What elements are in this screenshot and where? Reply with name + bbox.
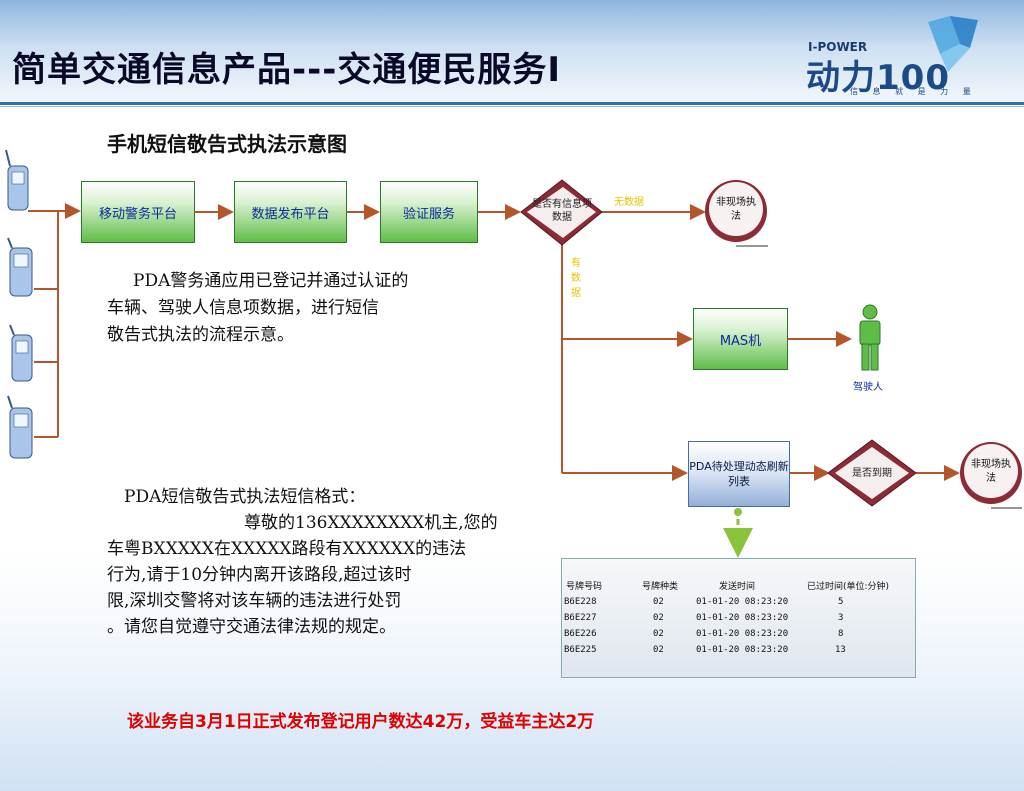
mobile-phone-icon-2 <box>7 237 33 297</box>
decision-info-label: 是否有信息项数据 <box>532 199 592 223</box>
cell-elapsed: 8 <box>838 629 844 639</box>
sms-line: 。请您自觉遵守交通法律法规的规定。 <box>107 617 396 637</box>
diagram-subtitle: 手机短信敬告式执法示意图 <box>107 132 347 156</box>
cell-elapsed: 13 <box>835 645 846 655</box>
no-data-label: 无数据 <box>614 197 644 208</box>
nonsite-1-label: 非现场执法 <box>716 197 756 222</box>
description-line-3: 敬告式执法的流程示意。 <box>107 325 294 345</box>
sms-body: 尊敬的136XXXXXXXX机主,您的 车粤BXXXXX在XXXXX路段有XXX… <box>107 510 557 640</box>
pending-list-table: 号牌号码 号牌种类 发送时间 已过时间(单位:分钟) B6E228 02 01-… <box>561 558 916 678</box>
decision-due-inner <box>835 447 909 499</box>
pda-pending-list-node: PDA待处理动态刷新列表 <box>688 441 790 507</box>
cell-plate: B6E228 <box>564 597 597 607</box>
decision-info-inner <box>527 187 596 238</box>
mobile-phone-icon-3 <box>9 324 33 382</box>
header-band <box>0 0 1024 103</box>
has-data-label: 有数据 <box>571 258 581 299</box>
cell-time: 01-01-20 08:23:20 <box>696 629 789 639</box>
page-title: 简单交通信息产品---交通便民服务I <box>12 50 561 90</box>
cell-type: 02 <box>653 597 664 607</box>
nonsite-1-inner <box>709 182 763 236</box>
table-header-plate: 号牌号码 <box>566 582 603 592</box>
cell-time: 01-01-20 08:23:20 <box>696 597 789 607</box>
brand-logo: I-POWER 动力100 信 息 就 是 力 量 <box>800 14 1010 100</box>
decision-due-label: 是否到期 <box>852 468 892 479</box>
sms-line: 车粤BXXXXX在XXXXX路段有XXXXXX的违法 <box>107 539 467 559</box>
mobile-phone-icon-1 <box>5 149 29 211</box>
sms-line: 行为,请于10分钟内离开该路段,超过该时 <box>107 565 412 585</box>
cell-type: 02 <box>653 629 664 639</box>
cell-elapsed: 3 <box>838 613 844 623</box>
list-to-table-arrow <box>723 508 753 558</box>
logo-wing-icon <box>928 16 978 72</box>
mobile-police-platform-node: 移动警务平台 <box>81 181 195 243</box>
nonsite-2-inner <box>964 444 1018 498</box>
cell-plate: B6E225 <box>564 645 597 655</box>
table-header-type: 号牌种类 <box>642 582 679 592</box>
nonsite-2-label: 非现场执法 <box>971 459 1011 484</box>
sms-heading: PDA短信敬告式执法短信格式： <box>124 487 366 507</box>
sms-format-block: PDA短信敬告式执法短信格式： <box>124 484 564 510</box>
header-divider <box>0 102 1024 105</box>
sms-line: 尊敬的136XXXXXXXX机主,您的 <box>244 513 498 533</box>
cell-elapsed: 5 <box>838 597 844 607</box>
description-line-2: 车辆、驾驶人信息项数据，进行短信 <box>107 298 379 318</box>
cell-plate: B6E227 <box>564 613 597 623</box>
logo-name-text: 动力100 <box>806 58 950 98</box>
table-header-time: 发送时间 <box>719 582 756 592</box>
description-line-1: PDA警务通应用已登记并通过认证的 <box>133 271 409 291</box>
cell-time: 01-01-20 08:23:20 <box>696 613 789 623</box>
mas-machine-node: MAS机 <box>693 308 788 370</box>
sms-line: 限,深圳交警将对该车辆的违法进行处罚 <box>107 591 402 611</box>
header-divider-thin <box>0 106 1024 107</box>
business-stats-note: 该业务自3月1日正式发布登记用户数达42万，受益车主达2万 <box>127 712 595 732</box>
cell-type: 02 <box>653 613 664 623</box>
cell-time: 01-01-20 08:23:20 <box>696 645 789 655</box>
driver-label: 驾驶人 <box>853 382 883 393</box>
verify-service-node: 验证服务 <box>380 181 478 243</box>
logo-brand-text: I-POWER <box>808 40 868 54</box>
table-header-elapsed: 已过时间(单位:分钟) <box>807 582 890 592</box>
cell-plate: B6E226 <box>564 629 597 639</box>
data-publish-platform-node: 数据发布平台 <box>234 181 347 243</box>
logo-slogan-text: 信 息 就 是 力 量 <box>850 87 977 96</box>
cell-type: 02 <box>653 645 664 655</box>
mobile-phone-icon-4 <box>7 395 33 459</box>
flow-description: PDA警务通应用已登记并通过认证的 车辆、驾驶人信息项数据，进行短信 敬告式执法… <box>107 268 527 349</box>
driver-person-icon <box>859 304 881 371</box>
